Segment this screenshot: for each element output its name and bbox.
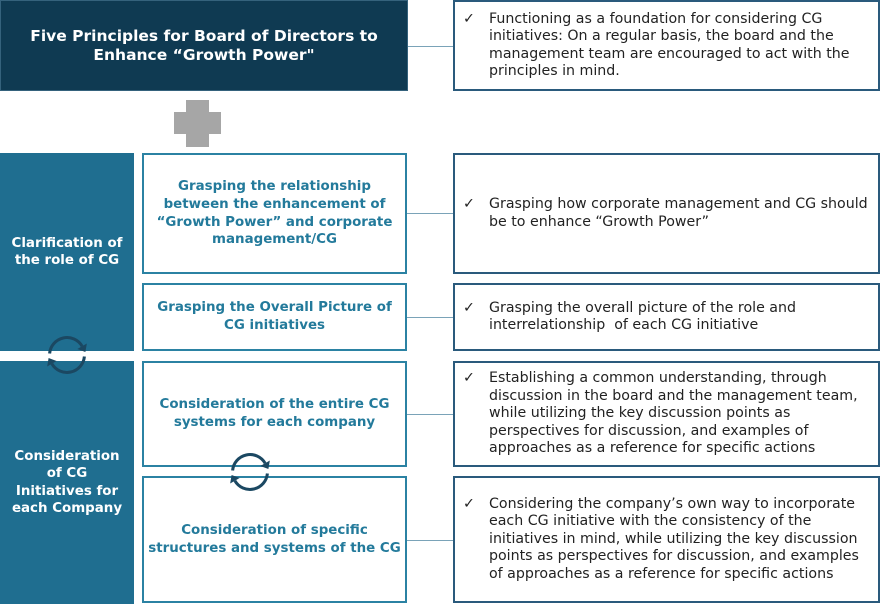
- note-text: Grasping the overall picture of the role…: [489, 300, 796, 335]
- note-line: each CG initiative with the consistency …: [489, 513, 812, 530]
- principles-title-line: Enhance “Growth Power": [93, 45, 315, 64]
- note-box: ✓ Grasping how corporate management and …: [453, 153, 880, 274]
- item-box: Grasping the relationship between the en…: [142, 153, 407, 274]
- circular-arrows-graphic: [230, 453, 270, 491]
- group-label-line: the role of CG: [14, 253, 120, 268]
- connector-line: [408, 46, 453, 47]
- note-line: initiatives: On a regular basis, the boa…: [489, 28, 834, 44]
- group-label-box-consideration: Consideration of CG Initiatives for each…: [0, 361, 134, 604]
- group-label-line: Consideration: [14, 448, 120, 464]
- item-line: CG initiatives: [224, 318, 325, 333]
- group-label-line: of CG: [46, 466, 88, 481]
- note-box: ✓ Considering the company’s own way to i…: [453, 476, 880, 603]
- note-content: ✓ Grasping the overall picture of the ro…: [455, 300, 796, 335]
- check-icon: ✓: [463, 495, 475, 512]
- note-content: ✓ Considering the company’s own way to i…: [455, 496, 859, 584]
- connector-line: [407, 540, 453, 541]
- note-line: of approaches as a reference for specifi…: [489, 565, 834, 582]
- principles-note-text: Functioning as a foundation for consider…: [489, 11, 850, 81]
- note-line: management team are encouraged to act wi…: [489, 45, 850, 62]
- group-label-line: Initiatives for: [15, 483, 119, 499]
- circular-arrows-icon: [226, 448, 274, 496]
- connector-line: [407, 414, 453, 415]
- item-line: Consideration of specific: [181, 522, 368, 538]
- note-line: interrelationship of each CG initiative: [489, 317, 759, 333]
- group-label-line: Clarification of: [11, 235, 123, 251]
- note-line: principles in mind.: [489, 63, 620, 79]
- note-line: Grasping the overall picture of the role…: [489, 299, 796, 316]
- item-line: management/CG: [212, 232, 337, 248]
- note-line: Grasping how corporate management and CG…: [489, 196, 868, 212]
- item-box: Consideration of specific structures and…: [142, 476, 407, 603]
- note-line: initiatives in mind, while utilizing the…: [489, 530, 858, 547]
- note-line: be to enhance “Growth Power”: [489, 213, 709, 230]
- principles-note-content: ✓ Functioning as a foundation for consid…: [455, 11, 850, 81]
- principles-title-box: Five Principles for Board of Directors t…: [0, 0, 408, 91]
- check-icon: ✓: [463, 370, 475, 387]
- plus-icon: [174, 100, 221, 147]
- note-line: points as perspectives for discussion, a…: [489, 548, 859, 565]
- group-label-box-clarification: Clarification of the role of CG: [0, 153, 134, 351]
- note-line: Functioning as a foundation for consider…: [489, 10, 823, 27]
- note-box: ✓ Grasping the overall picture of the ro…: [453, 283, 880, 351]
- item-line: structures and systems of the CG: [148, 540, 401, 556]
- check-icon: ✓: [463, 10, 475, 27]
- note-line: approaches as a reference for specific a…: [489, 440, 816, 457]
- note-text: Considering the company’s own way to inc…: [489, 496, 859, 584]
- item-line: Grasping the relationship: [178, 179, 371, 195]
- note-line: perspectives for discussion, and example…: [489, 422, 809, 439]
- note-line: discussion in the board and the manageme…: [489, 387, 858, 404]
- check-icon: ✓: [463, 299, 475, 316]
- connector-line: [407, 317, 453, 318]
- connector-line: [407, 213, 453, 214]
- item-box: Grasping the Overall Picture of CG initi…: [142, 283, 407, 351]
- circular-arrows-graphic: [47, 336, 87, 374]
- note-text: Grasping how corporate management and CG…: [489, 196, 868, 231]
- note-content: ✓ Establishing a common understanding, t…: [455, 370, 858, 458]
- item-line: Consideration of the entire CG: [159, 397, 390, 413]
- plus-vertical-bar: [186, 100, 209, 147]
- group-label-line: each Company: [11, 501, 123, 516]
- note-line: Establishing a common understanding, thr…: [489, 370, 827, 387]
- check-icon: ✓: [463, 196, 475, 212]
- note-line: while utilizing the key discussion point…: [489, 405, 791, 422]
- item-line: “Growth Power” and corporate: [156, 214, 393, 230]
- item-line: between the enhancement of: [163, 196, 386, 212]
- note-text: Establishing a common understanding, thr…: [489, 370, 858, 458]
- note-box: ✓ Establishing a common understanding, t…: [453, 361, 880, 467]
- note-content: ✓ Grasping how corporate management and …: [455, 196, 868, 231]
- principles-title-line: Five Principles for Board of Directors t…: [30, 26, 378, 45]
- item-line: systems for each company: [173, 415, 376, 430]
- note-line: Considering the company’s own way to inc…: [489, 495, 856, 512]
- item-box: Consideration of the entire CG systems f…: [142, 361, 407, 467]
- item-line: Grasping the Overall Picture of: [157, 300, 392, 316]
- principles-note-box: ✓ Functioning as a foundation for consid…: [453, 0, 880, 91]
- circular-arrows-icon: [43, 331, 91, 379]
